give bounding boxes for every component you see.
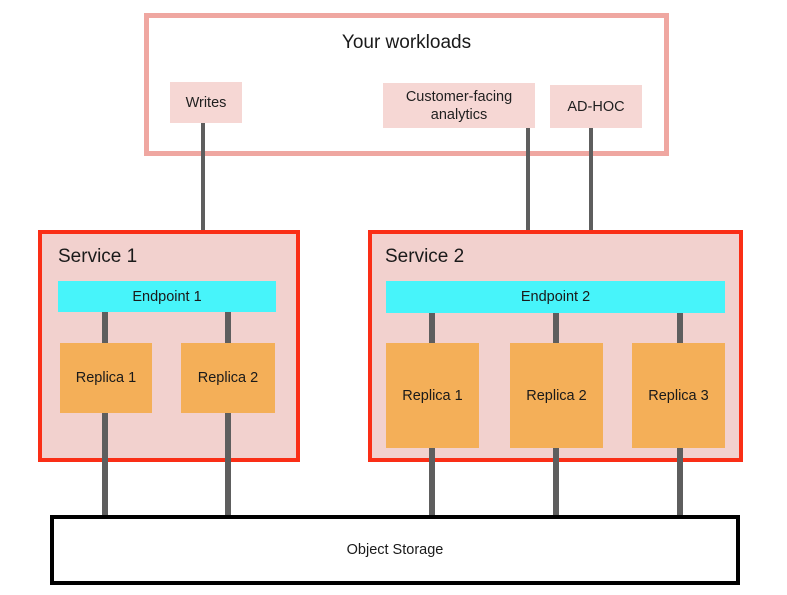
- object-storage-box: Object Storage: [50, 515, 740, 585]
- replica-service2-2[interactable]: Replica 2: [510, 343, 603, 448]
- connector-endpoint2-to-replica3: [677, 313, 683, 344]
- service-title-1: Service 1: [58, 246, 138, 267]
- replica-service1-1[interactable]: Replica 1: [60, 343, 152, 413]
- connector-endpoint2-to-replica2: [553, 313, 559, 344]
- endpoint-1[interactable]: Endpoint 1: [58, 281, 276, 312]
- replica-service2-1[interactable]: Replica 1: [386, 343, 479, 448]
- arrow-line-writes-to-endpoint1: [201, 123, 205, 261]
- connector-service1-replica2-lower: [225, 413, 231, 519]
- object-storage-label: Object Storage: [346, 542, 444, 558]
- workload-chip-writes[interactable]: Writes: [170, 82, 242, 123]
- connector-endpoint2-to-replica1: [429, 313, 435, 344]
- arrow-line-adhoc-to-endpoint2: [589, 128, 593, 261]
- workloads-title: Your workloads: [341, 32, 472, 53]
- connector-service2-replica1-lower: [429, 448, 435, 519]
- endpoint-2[interactable]: Endpoint 2: [386, 281, 725, 313]
- workload-chip-customer-facing-analytics[interactable]: Customer-facing analytics: [383, 83, 535, 128]
- service-title-2: Service 2: [385, 246, 465, 267]
- connector-service1-replica1-lower: [102, 413, 108, 519]
- replica-service2-3[interactable]: Replica 3: [632, 343, 725, 448]
- arrow-line-analytics-to-endpoint2: [526, 128, 530, 261]
- connector-endpoint1-to-replica2: [225, 312, 231, 344]
- workload-chip-ad-hoc[interactable]: AD-HOC: [550, 85, 642, 128]
- connector-service2-replica2-lower: [553, 448, 559, 519]
- replica-service1-2[interactable]: Replica 2: [181, 343, 275, 413]
- connector-service2-replica3-lower: [677, 448, 683, 519]
- connector-endpoint1-to-replica1: [102, 312, 108, 344]
